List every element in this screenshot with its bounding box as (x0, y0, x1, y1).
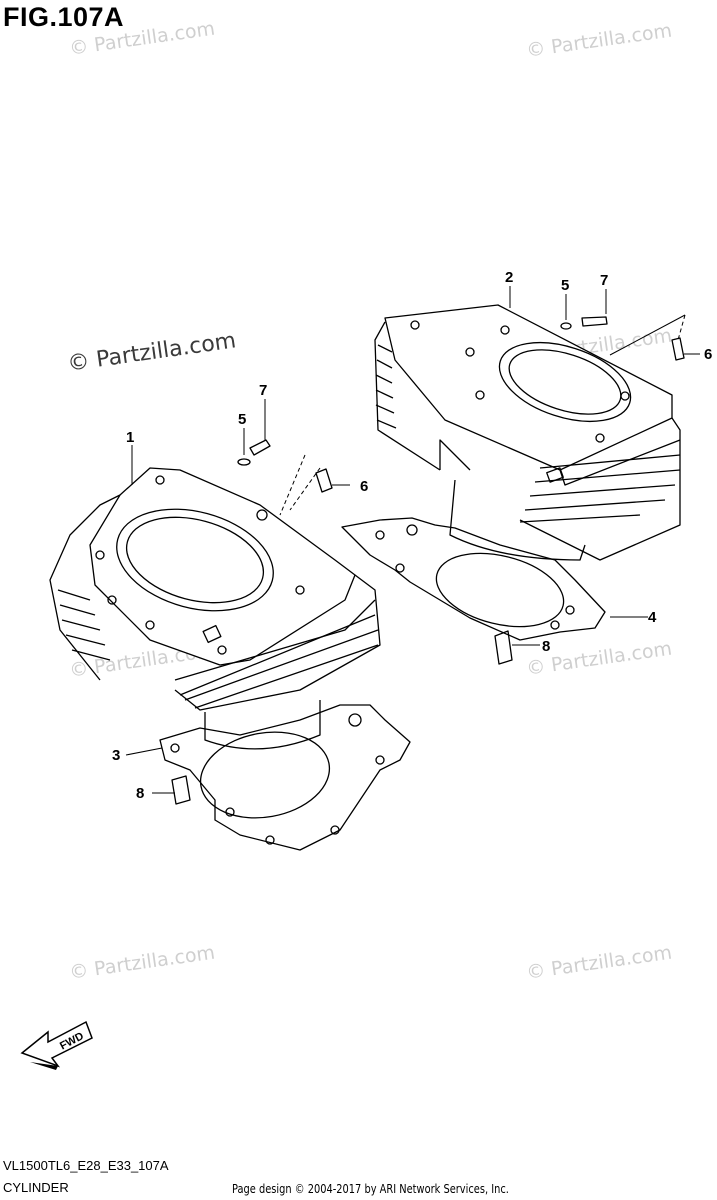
fwd-arrow: FWD (20, 1020, 93, 1070)
callout-8-front: 8 (136, 785, 144, 802)
callout-4: 4 (648, 609, 657, 626)
rear-cylinder (374, 304, 681, 561)
front-dowel-pin (171, 775, 191, 805)
front-washer (237, 458, 251, 466)
fwd-label: FWD (58, 1030, 86, 1052)
front-bolt (249, 439, 271, 456)
callout-5-front: 5 (238, 411, 246, 428)
rear-cylinder-gasket (341, 517, 606, 641)
figure-code: VL1500TL6_E28_E33_107A (3, 1158, 169, 1173)
callout-8-rear: 8 (542, 638, 550, 655)
callout-1: 1 (126, 429, 134, 446)
rear-dowel-pin (494, 630, 513, 665)
callout-7-rear: 7 (600, 272, 608, 289)
rear-stud (671, 337, 685, 361)
front-stud (315, 468, 333, 493)
figure-name: CYLINDER (3, 1180, 69, 1195)
callout-7-front: 7 (259, 382, 267, 399)
callout-6-front: 6 (360, 478, 368, 495)
leader-lines (125, 286, 700, 794)
callout-numbers: 1 2 3 4 5 5 6 6 7 7 8 8 (112, 269, 712, 802)
front-cylinder-gasket (159, 704, 411, 851)
rear-washer (560, 322, 572, 330)
callout-5-rear: 5 (561, 277, 569, 294)
callout-2: 2 (505, 269, 513, 286)
callout-3: 3 (112, 747, 120, 764)
callout-6-rear: 6 (704, 346, 712, 363)
figure-title: FIG.107A (3, 2, 125, 32)
page-credit: Page design © 2004-2017 by ARI Network S… (232, 1182, 509, 1196)
front-cylinder (49, 467, 381, 750)
rear-bolt (581, 316, 608, 327)
